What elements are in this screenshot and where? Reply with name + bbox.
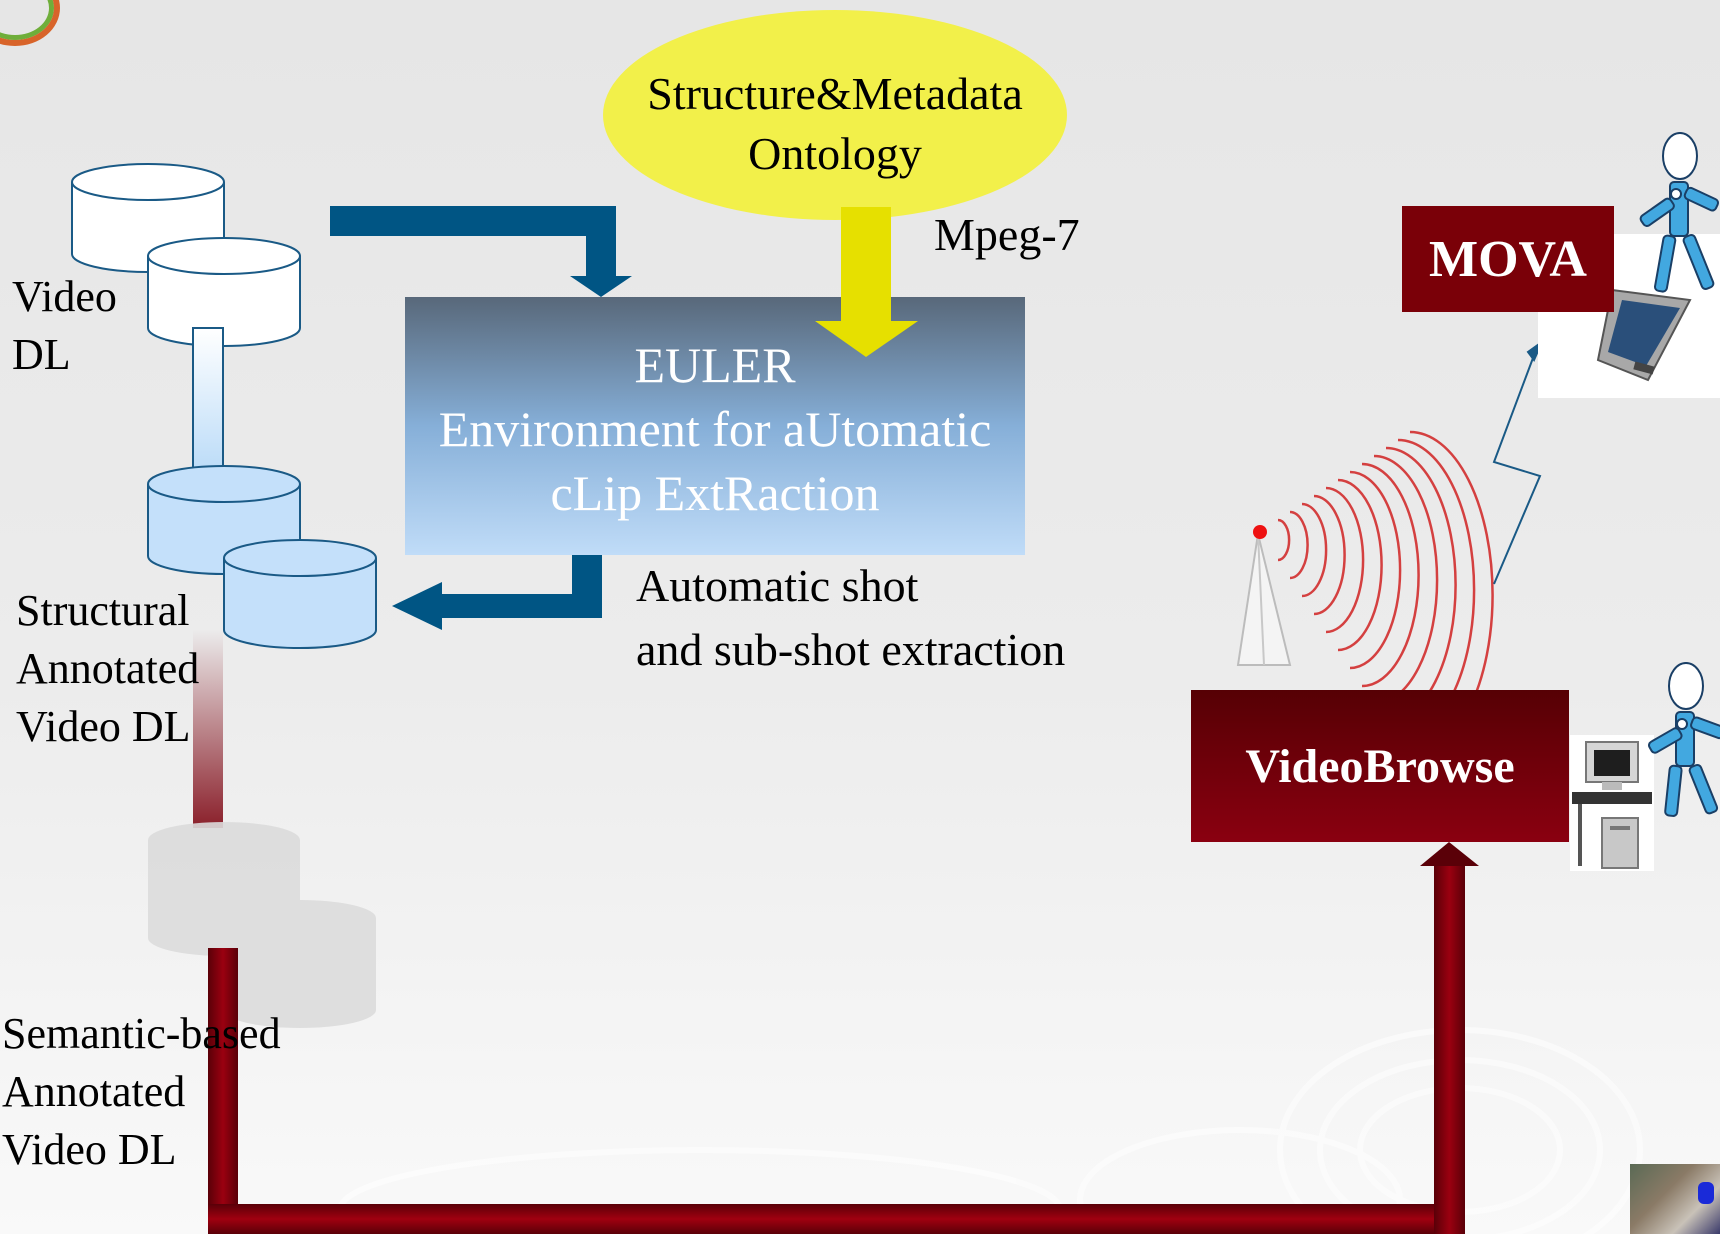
euler-title: EULER bbox=[634, 337, 796, 393]
ontology-label-line1: Structure&Metadata bbox=[647, 68, 1023, 119]
euler-subtitle-line2: cLip ExtRaction bbox=[550, 465, 880, 521]
video-to-structural-pipe bbox=[192, 327, 224, 471]
euler-box bbox=[405, 297, 1025, 555]
input-flow-arrow bbox=[330, 206, 632, 297]
mova-box: MOVA bbox=[1402, 206, 1614, 312]
computer-icon bbox=[1572, 741, 1652, 869]
structural-dl-label: Structural Annotated Video DL bbox=[16, 586, 200, 751]
mpeg7-arrow bbox=[815, 207, 918, 357]
ontology-ellipse bbox=[603, 10, 1067, 220]
video-dl-database-icon bbox=[71, 163, 301, 347]
ontology-label-line2: Ontology bbox=[748, 128, 922, 179]
euler-label: EULER Environment for aUtomatic cLip Ext… bbox=[405, 333, 1025, 525]
extraction-label: Automatic shot and sub-shot extraction bbox=[636, 560, 1066, 675]
stick-figure-icon bbox=[1648, 662, 1720, 817]
semantic-dl-label: Semantic-based Annotated Video DL bbox=[2, 1009, 281, 1174]
wireless-link-arrow bbox=[1492, 339, 1545, 585]
pda-icon bbox=[1596, 288, 1692, 382]
output-pipeline bbox=[208, 842, 1479, 1234]
video-thumbnail bbox=[1630, 1164, 1720, 1234]
structural-to-semantic-pipe bbox=[193, 630, 223, 828]
structural-dl-database-icon bbox=[147, 465, 377, 649]
ontology-label: Structure&Metadata Ontology bbox=[600, 64, 1070, 184]
video-dl-label: Video DL bbox=[12, 272, 117, 379]
antenna-icon bbox=[1236, 525, 1292, 666]
mpeg7-label: Mpeg-7 bbox=[934, 209, 1080, 260]
euler-subtitle-line1: Environment for aUtomatic bbox=[438, 401, 992, 457]
stick-figure-icon bbox=[1639, 132, 1720, 293]
output-flow-arrow bbox=[392, 555, 602, 630]
semantic-dl-database-icon bbox=[148, 822, 376, 1028]
videobrowse-box: VideoBrowse bbox=[1191, 690, 1569, 842]
